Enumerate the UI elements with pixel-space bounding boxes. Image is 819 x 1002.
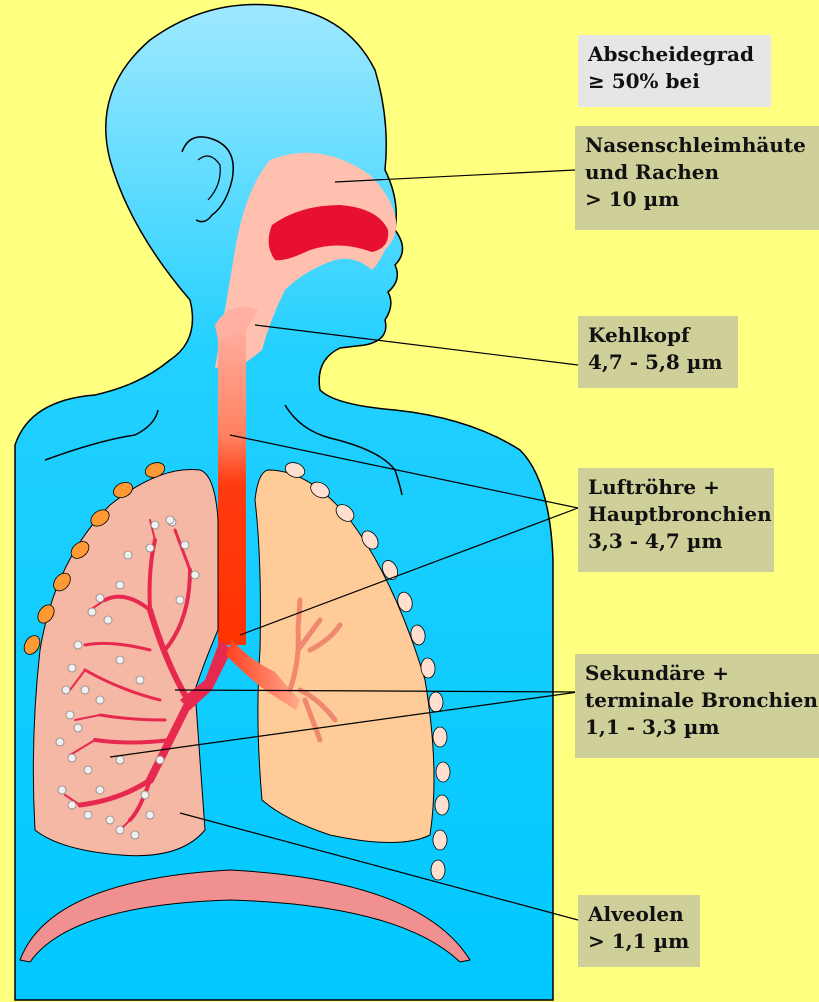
alveolus	[68, 754, 76, 762]
header-box: Abscheidegrad ≥ 50% bei	[578, 35, 771, 107]
label-bronchi-line1: Sekundäre +	[585, 660, 809, 687]
alveolus	[116, 581, 124, 589]
header-line2: ≥ 50% bei	[588, 68, 761, 95]
rib-right	[433, 727, 447, 747]
label-nasal-line3: > 10 µm	[585, 186, 809, 213]
alveolus	[74, 641, 82, 649]
rib-right	[429, 692, 444, 712]
label-bronchi-line3: 1,1 - 3,3 µm	[585, 714, 809, 741]
label-bronchi: Sekundäre + terminale Bronchien 1,1 - 3,…	[575, 654, 819, 758]
alveolus	[84, 811, 92, 819]
alveolus	[68, 801, 76, 809]
alveolus	[96, 696, 104, 704]
alveolus	[58, 786, 66, 794]
alveolus	[66, 711, 74, 719]
label-trachea-line2: Hauptbronchien	[588, 501, 764, 528]
alveolus	[74, 724, 82, 732]
label-alveoli-line2: > 1,1 µm	[588, 928, 690, 955]
label-larynx: Kehlkopf 4,7 - 5,8 µm	[578, 316, 738, 388]
rib-right	[433, 830, 447, 850]
alveolus	[88, 608, 96, 616]
alveolus	[84, 766, 92, 774]
alveolus	[116, 826, 124, 834]
alveolus	[176, 596, 184, 604]
label-alveoli-line1: Alveolen	[588, 901, 690, 928]
alveolus	[151, 521, 159, 529]
trachea	[218, 325, 246, 645]
alveolus	[136, 676, 144, 684]
alveolus	[106, 816, 114, 824]
header-line1: Abscheidegrad	[588, 41, 761, 68]
label-trachea: Luftröhre + Hauptbronchien 3,3 - 4,7 µm	[578, 468, 774, 572]
alveolus	[56, 738, 64, 746]
label-bronchi-line2: terminale Bronchien	[585, 687, 809, 714]
label-nasal: Nasenschleimhäute und Rachen > 10 µm	[575, 126, 819, 230]
rib-right	[431, 860, 445, 880]
label-larynx-line2: 4,7 - 5,8 µm	[588, 349, 728, 376]
label-trachea-line3: 3,3 - 4,7 µm	[588, 528, 764, 555]
alveolus	[68, 664, 76, 672]
alveolus	[191, 571, 199, 579]
alveolus	[181, 541, 189, 549]
label-larynx-line1: Kehlkopf	[588, 322, 728, 349]
label-nasal-line1: Nasenschleimhäute	[585, 132, 809, 159]
alveolus	[156, 756, 164, 764]
alveolus	[62, 686, 70, 694]
label-trachea-line1: Luftröhre +	[588, 474, 764, 501]
alveolus	[96, 594, 104, 602]
alveolus	[131, 831, 139, 839]
alveolus	[104, 616, 112, 624]
alveolus	[166, 516, 174, 524]
label-alveoli: Alveolen > 1,1 µm	[578, 895, 700, 967]
label-nasal-line2: und Rachen	[585, 159, 809, 186]
alveolus	[146, 544, 154, 552]
alveolus	[146, 811, 154, 819]
alveolus	[141, 791, 149, 799]
alveolus	[81, 686, 89, 694]
alveolus	[116, 656, 124, 664]
rib-right	[436, 762, 450, 782]
alveolus	[116, 756, 124, 764]
rib-right	[435, 795, 449, 815]
alveolus	[96, 786, 104, 794]
alveolus	[124, 551, 132, 559]
